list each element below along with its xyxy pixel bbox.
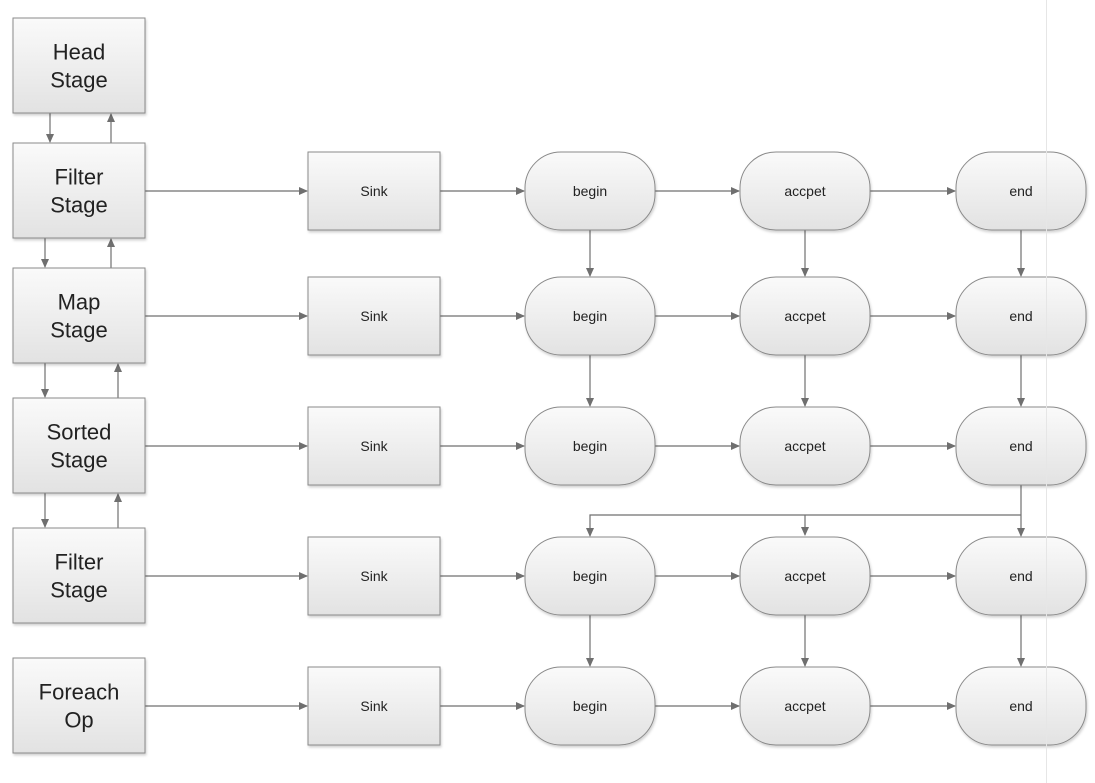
- begin-node-label: begin: [573, 308, 607, 324]
- accept-node-label: accpet: [784, 698, 825, 714]
- sink-box: Sink: [307, 151, 441, 231]
- begin-node-label: begin: [573, 183, 607, 199]
- end-node: end: [955, 406, 1087, 486]
- accept-node-label: accpet: [784, 308, 825, 324]
- begin-node: begin: [524, 276, 656, 356]
- stage-label-line: Stage: [50, 193, 108, 218]
- stage-label-line: Filter: [55, 165, 104, 190]
- begin-node-label: begin: [573, 568, 607, 584]
- sink-label: Sink: [360, 308, 388, 324]
- stage-label-line: Stage: [50, 448, 108, 473]
- sink-label: Sink: [360, 568, 388, 584]
- sink-label: Sink: [360, 438, 388, 454]
- stage-label-line: Stage: [50, 578, 108, 603]
- begin-node: begin: [524, 666, 656, 746]
- end-node: end: [955, 151, 1087, 231]
- end-node-label: end: [1009, 183, 1032, 199]
- node-layer: HeadStageFilterStageMapStageSortedStageF…: [12, 17, 1087, 754]
- accept-node: accpet: [739, 276, 871, 356]
- end-to-begin-loop-arrow: [586, 514, 1021, 537]
- stage-label-line: Stage: [50, 318, 108, 343]
- end-node-label: end: [1009, 698, 1032, 714]
- stage-label-line: Stage: [50, 68, 108, 93]
- accept-node: accpet: [739, 151, 871, 231]
- sink-box: Sink: [307, 536, 441, 616]
- stage-label-line: Map: [58, 290, 101, 315]
- end-node-label: end: [1009, 438, 1032, 454]
- stage-label-line: Filter: [55, 550, 104, 575]
- begin-node-label: begin: [573, 698, 607, 714]
- accept-node-label: accpet: [784, 568, 825, 584]
- accept-node: accpet: [739, 406, 871, 486]
- begin-node: begin: [524, 151, 656, 231]
- begin-node-label: begin: [573, 438, 607, 454]
- end-node: end: [955, 536, 1087, 616]
- begin-node: begin: [524, 536, 656, 616]
- sink-label: Sink: [360, 183, 388, 199]
- connector-layer: [41, 113, 1025, 710]
- accept-node-label: accpet: [784, 183, 825, 199]
- end-node-label: end: [1009, 568, 1032, 584]
- end-node: end: [955, 276, 1087, 356]
- accept-node: accpet: [739, 536, 871, 616]
- end-node-label: end: [1009, 308, 1032, 324]
- stage-label-line: Sorted: [47, 420, 112, 445]
- stage-label-line: Foreach: [39, 680, 120, 705]
- stage-label-line: Head: [53, 40, 106, 65]
- sink-box: Sink: [307, 276, 441, 356]
- page-edge-line: [1046, 0, 1047, 783]
- sink-box: Sink: [307, 406, 441, 486]
- sink-box: Sink: [307, 666, 441, 746]
- stage-label-line: Op: [64, 708, 93, 733]
- accept-node: accpet: [739, 666, 871, 746]
- end-node: end: [955, 666, 1087, 746]
- begin-node: begin: [524, 406, 656, 486]
- sink-label: Sink: [360, 698, 388, 714]
- accept-node-label: accpet: [784, 438, 825, 454]
